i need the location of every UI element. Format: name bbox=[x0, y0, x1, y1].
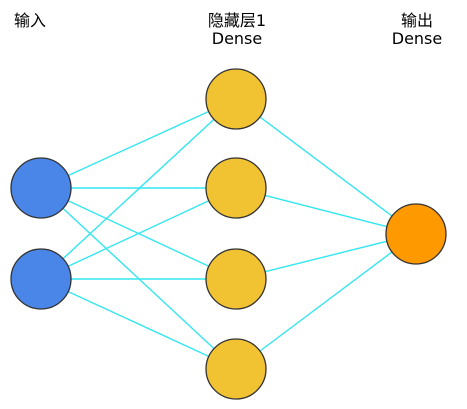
hidden1-node-3 bbox=[205, 248, 267, 310]
edge-input-2-to-hidden1-1 bbox=[62, 118, 215, 260]
edge-input-2-to-hidden1-4 bbox=[67, 290, 210, 358]
output-node-1 bbox=[385, 203, 447, 265]
hidden1-node-4 bbox=[205, 338, 267, 400]
hidden-layer-title: 隐藏层1 bbox=[207, 11, 267, 30]
input-node-2 bbox=[10, 248, 72, 310]
edge-hidden1-1-to-output-1 bbox=[259, 116, 393, 217]
output-layer-type: Dense bbox=[391, 29, 443, 48]
input-layer-label: 输入 bbox=[10, 12, 50, 30]
connections bbox=[62, 110, 393, 358]
input-node-1 bbox=[10, 157, 72, 219]
edge-input-2-to-hidden1-2 bbox=[67, 200, 210, 267]
neurons bbox=[10, 68, 447, 400]
hidden1-node-1 bbox=[205, 68, 267, 130]
edge-hidden1-2-to-output-1 bbox=[264, 194, 388, 228]
output-layer-label: 输出 Dense bbox=[378, 12, 456, 48]
hidden-layer-label: 隐藏层1 Dense bbox=[188, 12, 286, 48]
edge-hidden1-4-to-output-1 bbox=[259, 251, 393, 352]
hidden-layer-type: Dense bbox=[211, 29, 263, 48]
edge-input-1-to-hidden1-1 bbox=[68, 110, 209, 177]
edge-hidden1-3-to-output-1 bbox=[264, 240, 388, 273]
hidden1-node-2 bbox=[205, 157, 267, 219]
input-layer-title: 输入 bbox=[13, 11, 46, 30]
output-layer-title: 输出 bbox=[400, 11, 433, 30]
